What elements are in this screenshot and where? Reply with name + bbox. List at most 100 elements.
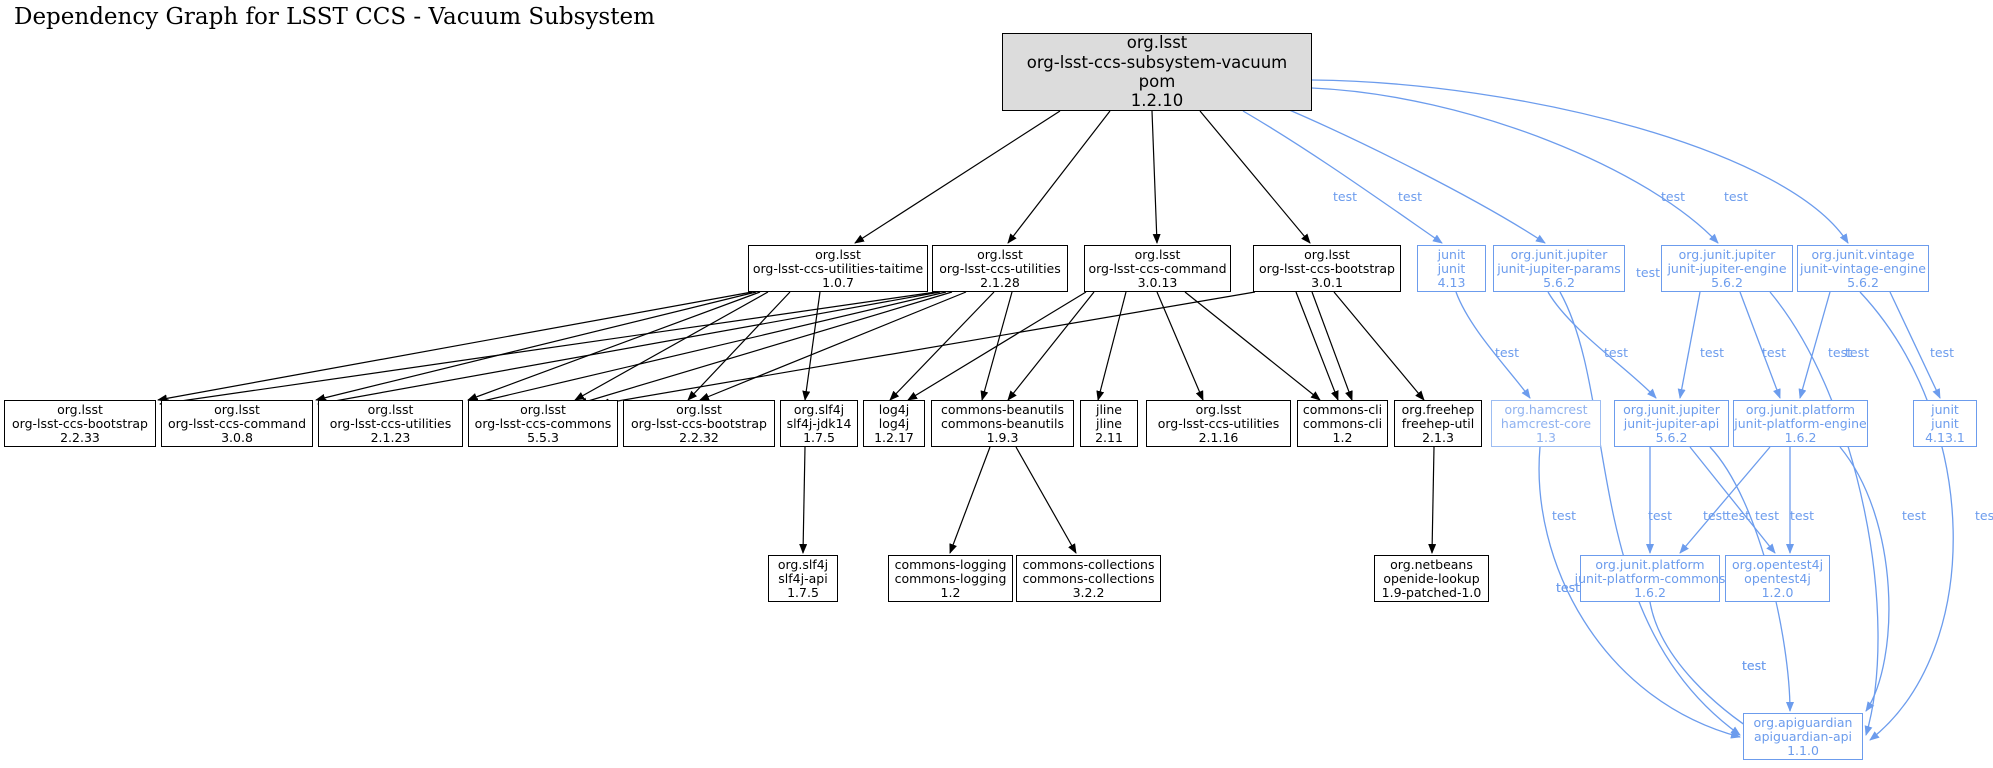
node-version: 1.3 [1536, 429, 1556, 445]
edge-scope-label: test [1333, 189, 1358, 204]
node-version: 3.2.2 [1072, 584, 1105, 600]
node-artifact-id: org-lsst-ccs-bootstrap [12, 415, 148, 431]
dependency-edge [599, 291, 1256, 407]
node-version: 2.1.16 [1198, 429, 1239, 445]
node-packaging: pom [1138, 72, 1176, 91]
node-group-id: org.junit.vintage [1811, 246, 1915, 262]
dependency-edge [467, 291, 761, 401]
edge-scope-label: test [1755, 508, 1780, 523]
node-group-id: commons-beanutils [941, 401, 1064, 417]
node-artifact-id: apiguardian-api [1753, 728, 1853, 744]
node-artifact-id: org-lsst-ccs-command [167, 415, 307, 431]
node-group-id: org.opentest4j [1731, 556, 1824, 572]
node-group-id: org.junit.platform [1745, 401, 1856, 417]
node-artifact-id: junit-jupiter-params [1497, 260, 1621, 276]
dependency-edge [1333, 291, 1425, 401]
node-group-id: org.lsst [815, 246, 861, 262]
node-artifact-id: org-lsst-ccs-bootstrap [631, 415, 767, 431]
edge-scope-label: test [1845, 345, 1870, 360]
node-group-id: org.junit.jupiter [1510, 246, 1608, 262]
node-version: 2.1.23 [370, 429, 411, 445]
node-version: 5.6.2 [1847, 274, 1879, 290]
node-artifact-id: log4j [878, 415, 910, 431]
node-version: 2.11 [1095, 429, 1123, 445]
dependency-edge [799, 446, 808, 554]
node-group-id: org.lsst [57, 401, 103, 417]
node-artifact-id: org-lsst-ccs-command [1088, 260, 1227, 276]
node-artifact-id: org-lsst-ccs-utilities [329, 415, 452, 431]
node-group-id: org.lsst [977, 246, 1023, 262]
edge-scope-label: test [1724, 189, 1749, 204]
dependency-edge [574, 291, 769, 401]
node-version: 5.6.2 [1711, 274, 1743, 290]
node-artifact-id: commons-logging [894, 570, 1007, 586]
dependency-edge [1455, 291, 1531, 399]
node-artifact-id: opentest4j [1744, 570, 1811, 586]
node-version: 1.7.5 [787, 584, 819, 600]
node-version: 1.2.0 [1761, 584, 1794, 600]
node-group-id: org.slf4j [777, 556, 829, 572]
node-group-id: org.lsst [1195, 401, 1242, 417]
dependency-edge [1547, 291, 1657, 399]
dependency-edge [1689, 446, 1776, 554]
node-version: 5.6.2 [1655, 429, 1688, 445]
node-version: 1.6.2 [1634, 584, 1666, 600]
node-group-id: jline [1095, 401, 1123, 417]
dependency-edge [159, 291, 937, 407]
dependency-edge [1428, 446, 1437, 554]
dependency-edge [1311, 79, 1849, 244]
dependency-edge [1184, 291, 1321, 401]
node-version: 1.1.0 [1787, 742, 1819, 758]
edge-scope-label: test [1975, 508, 1993, 523]
node-version: 2.1.28 [980, 274, 1020, 290]
dependency-edge [949, 446, 991, 554]
edge-scope-label: test [1930, 345, 1955, 360]
node-artifact-id: org-lsst-ccs-bootstrap [1259, 260, 1395, 276]
node-group-id: org.junit.platform [1595, 556, 1705, 572]
dependency-edge [1679, 446, 1771, 554]
node-group-id: org.junit.jupiter [1623, 401, 1720, 417]
node-artifact-id: junit-platform-engine [1734, 415, 1867, 431]
node-artifact-id: junit-jupiter-api [1623, 415, 1720, 431]
node-artifact-id: freehep-util [1401, 415, 1475, 431]
node-artifact-id: openide-lookup [1383, 570, 1480, 586]
edge-scope-label: test [1556, 580, 1581, 595]
dependency-edge [854, 110, 1061, 244]
node-artifact-id: commons-cli [1302, 415, 1383, 431]
node-artifact-id: junit [1931, 415, 1959, 431]
dependency-edge [157, 291, 753, 403]
